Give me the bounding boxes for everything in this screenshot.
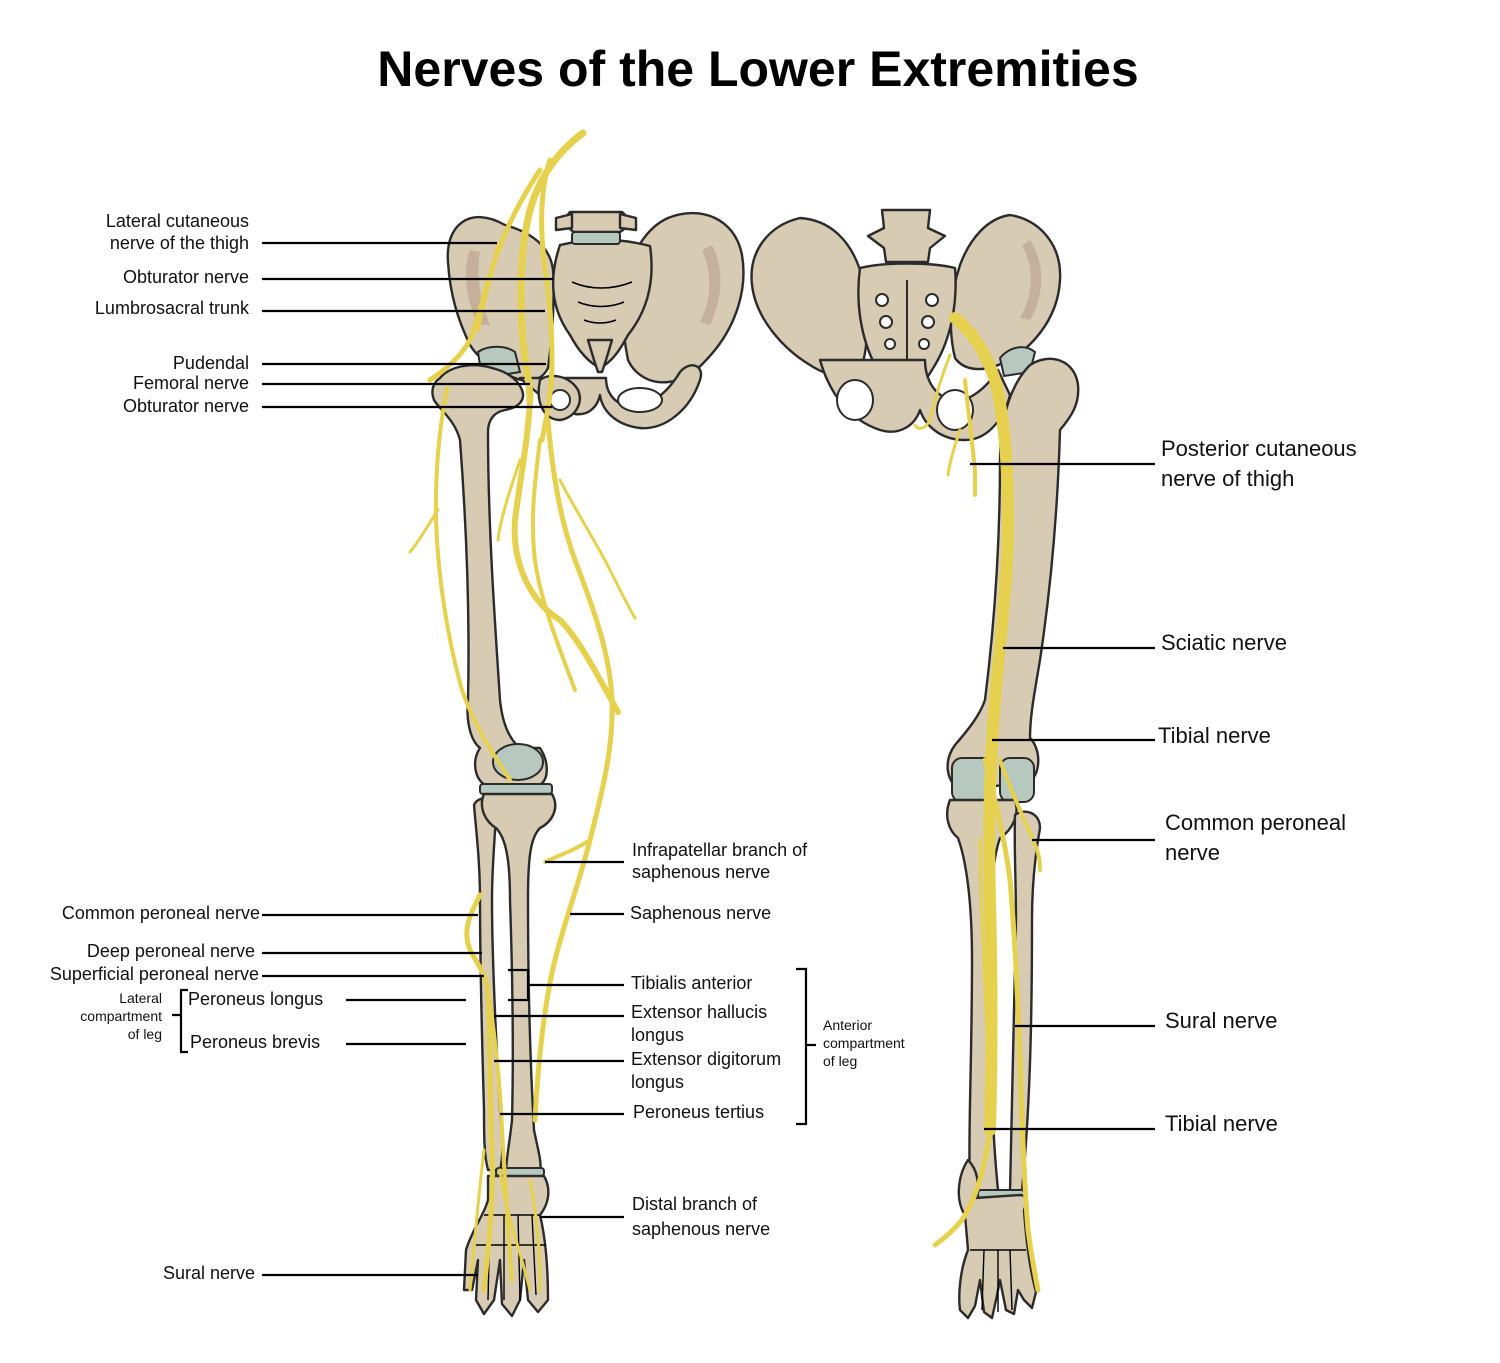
label-obturator-nerve-upper: Obturator nerve: [122, 267, 249, 287]
leader-lines: [172, 241, 1155, 1277]
posterior-lumbar: [866, 208, 947, 264]
label-deep-peroneal-nerve: Deep peroneal nerve: [86, 941, 255, 961]
posterior-knee-cartilage-right: [999, 757, 1035, 803]
anterior-skeleton: [431, 210, 745, 1318]
label-lateral-cutaneous-nerve: Lateral cutaneous nerve of the thigh: [105, 211, 249, 253]
label-obturator-nerve-lower: Obturator nerve: [122, 396, 249, 416]
label-distal-saphenous-branch: Distal branch of saphenous nerve: [632, 1194, 771, 1240]
label-common-peroneal-nerve-posterior: Common peroneal nerve: [1165, 810, 1346, 866]
bracket-lateral-compartment: [172, 988, 188, 1054]
label-saphenous-nerve: Saphenous nerve: [630, 903, 772, 923]
label-posterior-cutaneous-nerve: Posterior cutaneous nerve of thigh: [1161, 436, 1357, 492]
anterior-l5-vertebra: [565, 210, 629, 234]
label-extensor-digitorum-longus: Extensor digitorum longus: [631, 1049, 782, 1093]
label-pudendal: Pudendal: [172, 353, 249, 373]
posterior-nerves: [913, 312, 1042, 1293]
posterior-ilium-left: [750, 216, 869, 377]
label-sural-nerve-anterior: Sural nerve: [162, 1263, 255, 1283]
posterior-ilium-right: [949, 213, 1062, 371]
anterior-sacrum: [551, 238, 653, 370]
label-femoral-nerve: Femoral nerve: [132, 373, 249, 393]
label-tibialis-anterior: Tibialis anterior: [631, 973, 753, 993]
posterior-foot: [957, 1158, 1038, 1320]
label-common-peroneal-nerve-anterior: Common peroneal nerve: [61, 903, 260, 923]
anterior-femur: [431, 364, 548, 787]
label-peroneus-tertius: Peroneus tertius: [633, 1102, 765, 1122]
diagram-title: Nerves of the Lower Extremities: [377, 41, 1139, 97]
label-infrapatellar-branch: Infrapatellar branch of saphenous nerve: [632, 840, 808, 882]
label-superficial-peroneal-nerve: Superficial peroneal nerve: [49, 964, 259, 984]
label-peroneus-longus: Peroneus longus: [188, 989, 324, 1009]
anterior-nerves: [408, 129, 637, 1293]
label-tibial-nerve-lower: Tibial nerve: [1165, 1111, 1278, 1136]
label-lateral-compartment: Lateral compartment of leg: [80, 990, 162, 1043]
label-anterior-compartment: Anterior compartment of leg: [823, 1017, 905, 1070]
label-peroneus-brevis: Peroneus brevis: [190, 1032, 321, 1052]
label-sciatic-nerve: Sciatic nerve: [1161, 630, 1287, 655]
bracket-anterior-compartment: [796, 967, 816, 1126]
label-tibial-nerve-upper: Tibial nerve: [1158, 723, 1271, 748]
label-lumbrosacral-trunk: Lumbrosacral trunk: [94, 298, 249, 318]
posterior-skeleton: [750, 208, 1080, 1320]
label-extensor-hallucis-longus: Extensor hallucis longus: [631, 1002, 768, 1046]
posterior-femur: [946, 357, 1080, 792]
label-sural-nerve-posterior: Sural nerve: [1165, 1008, 1278, 1033]
